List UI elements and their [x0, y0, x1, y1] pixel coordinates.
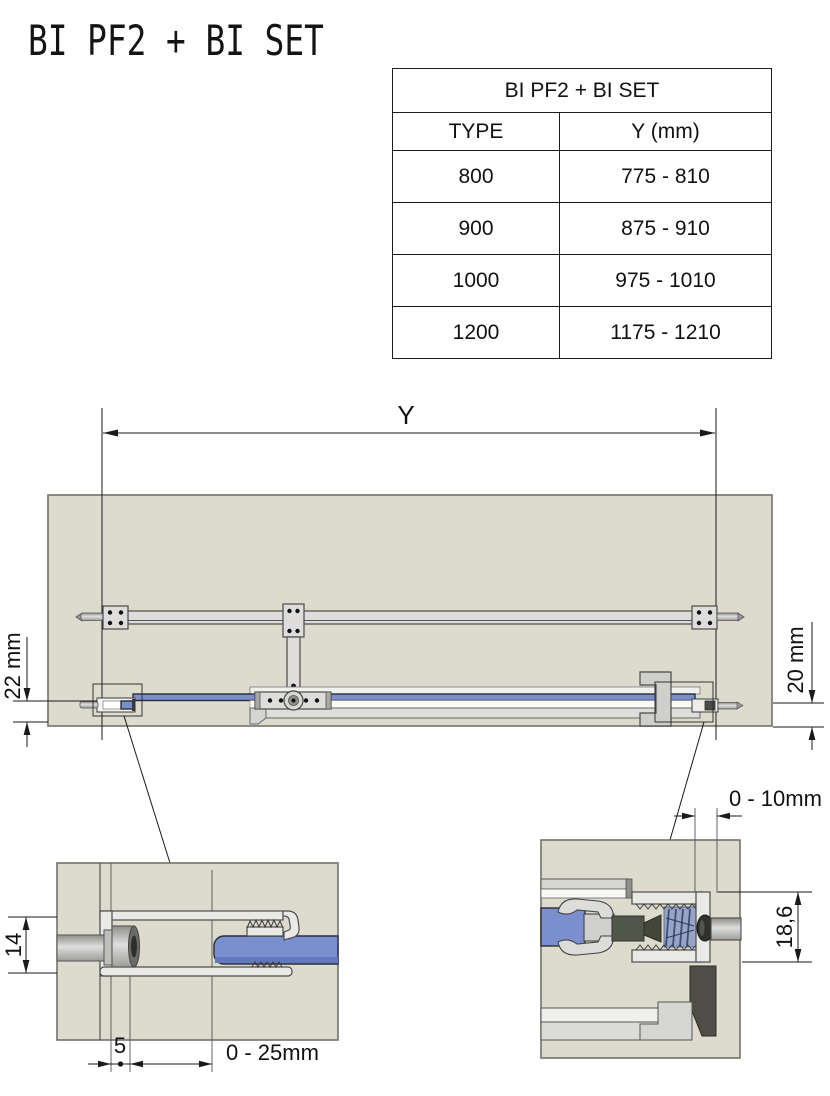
dimension-18-6: 18,6 — [718, 891, 812, 963]
dimension-14: 14 — [1, 916, 57, 974]
detail-callout-right — [654, 681, 714, 723]
cell-y: 875 - 910 — [559, 202, 772, 255]
bottom-track — [79, 671, 744, 727]
dimension-0-10mm: 0 - 10mm — [674, 786, 822, 820]
cell-type: 1200 — [392, 306, 560, 359]
glass-clamp — [557, 898, 615, 956]
threaded-adjuster — [611, 891, 742, 963]
leader-line-right — [669, 721, 705, 841]
dim-label-22mm: 22 mm — [0, 632, 25, 699]
dimension-20mm: 20 mm — [773, 622, 824, 750]
main-view: Y — [0, 400, 824, 864]
spec-table: BI PF2 + BI SET TYPE Y (mm) 800 775 - 81… — [392, 68, 772, 359]
table-row: 1000 975 - 1010 — [392, 254, 772, 307]
top-rail — [75, 603, 745, 638]
cell-type: 1000 — [392, 254, 560, 307]
dim-label-0-25mm: 0 - 25mm — [226, 1040, 319, 1065]
detail-view-right: 0 - 10mm 18,6 — [540, 786, 822, 1059]
glass-edge — [132, 693, 696, 702]
dim-label-y: Y — [397, 400, 414, 430]
page-title: BI PF2 + BI SET — [28, 16, 324, 65]
cell-type: 900 — [392, 202, 560, 255]
table-row: 1200 1175 - 1210 — [392, 306, 772, 359]
retaining-clip — [246, 910, 300, 968]
leader-line-left — [123, 715, 171, 864]
bracket-plate-right — [691, 605, 718, 630]
adjustment-bolt — [56, 925, 140, 968]
cell-y: 775 - 810 — [559, 150, 772, 203]
dimension-5-and-0-25: 5 0 - 25mm — [88, 1033, 319, 1068]
spec-table-header: BI PF2 + BI SET — [392, 68, 772, 113]
technical-drawing: Y — [0, 400, 824, 1072]
glass-shade — [215, 957, 338, 963]
cell-y: 1175 - 1210 — [559, 306, 772, 359]
dim-label-0-10mm: 0 - 10mm — [729, 786, 822, 811]
dim-label-14: 14 — [1, 933, 26, 957]
bracket-plate-left — [102, 605, 129, 630]
wall-clamp-bracket — [639, 671, 672, 727]
bracket-plate-center — [282, 603, 305, 638]
column-header-type: TYPE — [392, 112, 560, 151]
bottom-hardware — [540, 965, 717, 1041]
column-header-y: Y (mm) — [559, 112, 772, 151]
dim-label-5: 5 — [114, 1033, 126, 1058]
wall-profile-top — [540, 878, 633, 899]
dimension-y: Y — [101, 400, 717, 740]
detail-callout-left — [92, 683, 143, 717]
adjuster-stem — [710, 917, 742, 941]
detail-view-left: 14 5 0 - 25mm — [1, 862, 339, 1072]
table-row: 800 775 - 810 — [392, 150, 772, 203]
cell-y: 975 - 1010 — [559, 254, 772, 307]
dimension-22mm: 22 mm — [0, 632, 97, 747]
dim-label-18-6: 18,6 — [772, 906, 797, 949]
center-strut — [286, 636, 301, 694]
anchor-screw-right — [737, 612, 745, 622]
dim-label-20mm: 20 mm — [783, 626, 808, 693]
table-row: 900 875 - 910 — [392, 202, 772, 255]
cell-type: 800 — [392, 150, 560, 203]
